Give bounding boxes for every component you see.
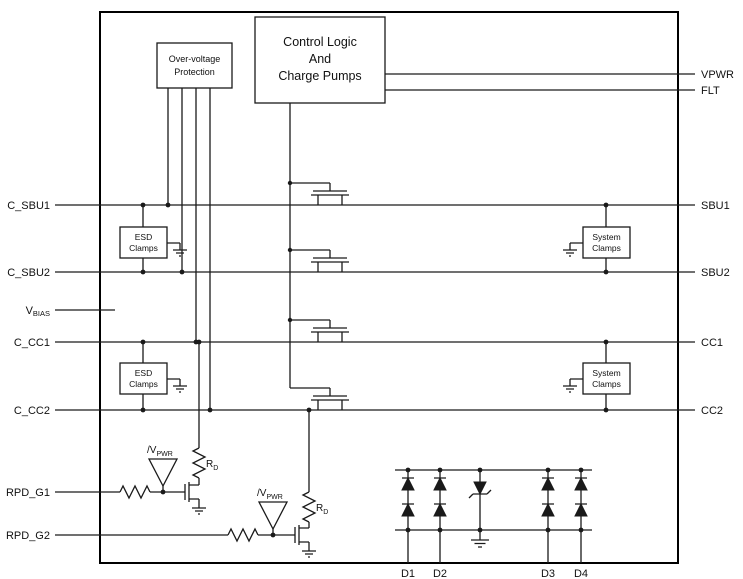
pin-label-d2: D2 <box>433 568 447 579</box>
pin-label-d4: D4 <box>574 568 588 579</box>
left-pin-labels: C_SBU1 C_SBU2 VBIAS C_CC1 C_CC2 RPD_G1 R… <box>6 200 50 542</box>
esd-clamps-top-block: ESD Clamps <box>119 226 168 259</box>
pin-label-sbu1: SBU1 <box>701 200 730 212</box>
svg-text:Clamps: Clamps <box>129 379 158 389</box>
pin-label-d1: D1 <box>401 568 415 579</box>
vpwr-inverter-label-1: /VPWR <box>147 445 173 458</box>
ovp-block-label-line1: Over-voltage <box>169 54 221 64</box>
control-logic-block: Control Logic And Charge Pumps <box>254 16 386 104</box>
vpwr-inverter-label-2: /VPWR <box>257 488 283 501</box>
esd-ground-symbol-top <box>167 242 187 257</box>
svg-text:ESD: ESD <box>135 232 152 242</box>
ovp-block-label-line2: Protection <box>174 67 215 77</box>
vpwr-inverter-buffer-2 <box>257 501 289 531</box>
diode-branch-d3 <box>541 470 555 563</box>
pin-label-vbias: VBIAS <box>26 305 50 318</box>
diode-clamp-array <box>395 469 592 563</box>
pulldown-fet-1 <box>184 478 200 508</box>
bottom-pin-labels: D1 D2 D3 D4 <box>401 568 588 579</box>
pin-label-c-sbu2: C_SBU2 <box>7 267 50 279</box>
system-ground-symbol-top <box>563 242 583 257</box>
rpd-g2-series-resistor <box>227 527 259 543</box>
diode-branch-d4 <box>574 470 588 563</box>
svg-text:System: System <box>592 232 620 242</box>
rd-resistor-2 <box>301 491 317 523</box>
diode-branch-d2 <box>433 470 447 563</box>
pin-label-rpd-g1: RPD_G1 <box>6 487 50 499</box>
diode-array-ground-symbol <box>471 530 489 548</box>
pin-label-vpwr: VPWR <box>701 69 734 81</box>
system-ground-symbol-bottom <box>563 378 583 393</box>
pulldown-fet-2 <box>294 522 310 551</box>
zener-diode <box>468 470 492 530</box>
system-clamps-top-block: System Clamps <box>582 226 631 259</box>
rpd-g1-series-resistor <box>119 484 151 500</box>
rpd-g1-circuit <box>119 342 207 515</box>
control-block-label-line1: Control Logic <box>283 35 357 49</box>
rd-resistor-label-2: RD <box>316 503 328 516</box>
pulldown-fet-2-ground-symbol <box>302 550 316 558</box>
pin-label-cc2: CC2 <box>701 405 723 417</box>
esd-ground-symbol-bottom <box>167 378 187 393</box>
diode-branch-d1 <box>401 470 415 563</box>
internal-labels: /VPWR /VPWR RD RD <box>147 445 328 516</box>
esd-clamps-bottom-block: ESD Clamps <box>119 362 168 395</box>
svg-text:ESD: ESD <box>135 368 152 378</box>
clamp-connection-wires <box>142 205 607 410</box>
svg-text:Clamps: Clamps <box>129 243 158 253</box>
ovp-sense-wires <box>167 88 211 410</box>
svg-text:Clamps: Clamps <box>592 243 621 253</box>
pin-label-sbu2: SBU2 <box>701 267 730 279</box>
pin-label-flt: FLT <box>701 85 720 97</box>
pin-label-c-cc2: C_CC2 <box>14 405 50 417</box>
signal-wires <box>55 73 695 536</box>
pin-label-c-sbu1: C_SBU1 <box>7 200 50 212</box>
chip-boundary <box>99 11 679 564</box>
gate-drive-wires <box>289 103 331 396</box>
fet-switch-sbu1 <box>311 190 349 205</box>
svg-text:System: System <box>592 368 620 378</box>
rpd-g2-circuit <box>227 410 317 558</box>
vpwr-inverter-buffer-1 <box>147 458 179 488</box>
system-clamps-bottom-block: System Clamps <box>582 362 631 395</box>
rd-resistor-label-1: RD <box>206 459 218 472</box>
control-block-label-line3: Charge Pumps <box>278 69 361 83</box>
right-pin-labels: VPWR FLT SBU1 SBU2 CC1 CC2 <box>701 69 734 417</box>
pin-label-rpd-g2: RPD_G2 <box>6 530 50 542</box>
rd-resistor-1 <box>191 447 207 479</box>
pin-label-c-cc1: C_CC1 <box>14 337 50 349</box>
control-block-label-line2: And <box>309 52 331 66</box>
ovp-block: Over-voltage Protection <box>156 42 233 89</box>
pin-label-cc1: CC1 <box>701 337 723 349</box>
svg-text:Clamps: Clamps <box>592 379 621 389</box>
fet-switch-cc2 <box>311 395 349 410</box>
fet-switch-sbu2 <box>311 257 349 272</box>
pin-label-d3: D3 <box>541 568 555 579</box>
junction-dots <box>140 180 609 538</box>
fet-switch-cc1 <box>311 327 349 342</box>
pulldown-fet-1-ground-symbol <box>192 507 206 515</box>
